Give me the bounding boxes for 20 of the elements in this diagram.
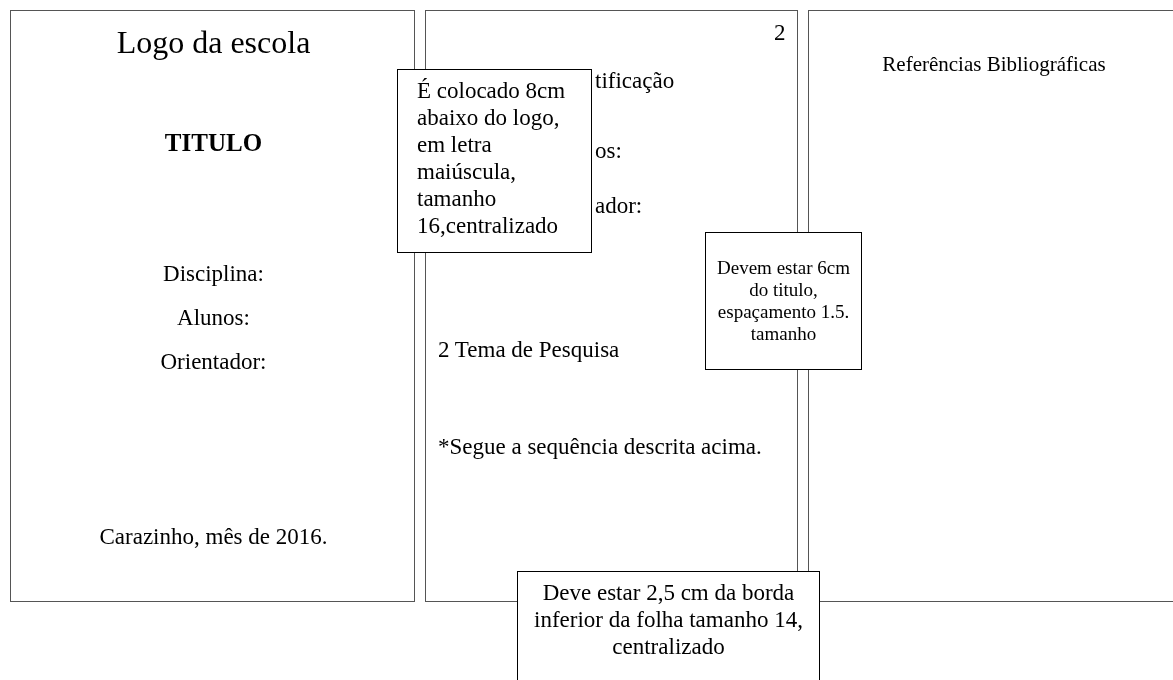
note-text: Deve estar 2,5 cm da borda inferior da folha tamanho 14, centralizado	[533, 580, 804, 661]
page-text: ador:	[595, 193, 643, 220]
page-text: 2 Tema de Pesquisa	[438, 337, 620, 364]
page-text: *Segue a sequência descrita acima.	[438, 434, 762, 461]
page-text: Referências Bibliográficas	[881, 52, 1107, 77]
note-text: É colocado 8cm abaixo do logo, em letra maiúscula, tamanho 16,centralizado	[417, 78, 567, 240]
page-text: tificação	[595, 68, 675, 95]
annotation-tooltip	[397, 69, 592, 253]
cover-page	[10, 10, 415, 602]
annotation-tooltip	[517, 571, 820, 680]
annotation-tooltip	[705, 232, 862, 370]
note-text: Devem estar 6cm do titulo, espaçamento 1.5. tamanho	[716, 256, 851, 346]
page-text: Carazinho, mês de 2016.	[98, 524, 329, 551]
page-text: Disciplina:	[162, 261, 265, 288]
page-text: TITULO	[163, 129, 264, 158]
page-text: os:	[595, 138, 622, 165]
page-number: 2	[774, 20, 786, 47]
page-text: Orientador:	[159, 349, 268, 376]
page-text: Logo da escola	[115, 24, 312, 61]
page-text: Alunos:	[176, 305, 251, 332]
